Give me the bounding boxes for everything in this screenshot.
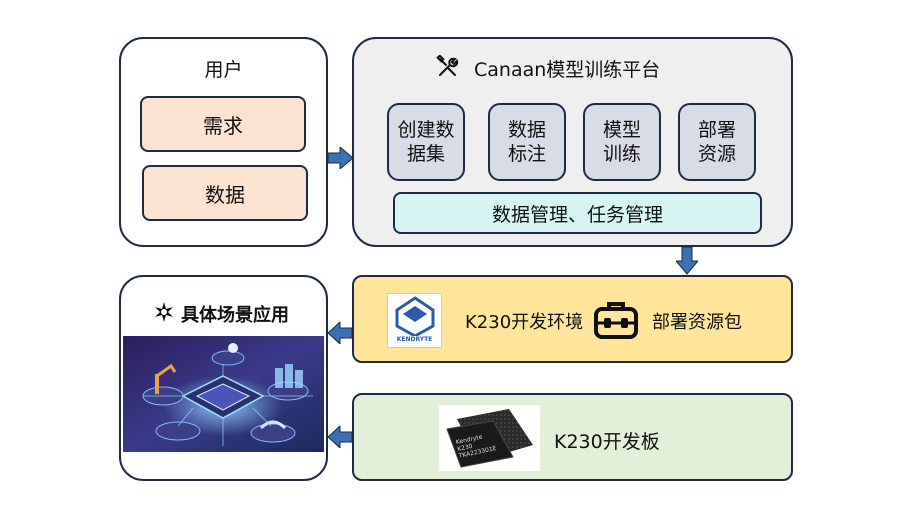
management-bar-label: 数据管理、任务管理 (491, 203, 663, 226)
arrow-board-to-scenario (328, 426, 352, 448)
tools-icon (436, 55, 459, 76)
env-label: K230开发环境 (465, 312, 584, 333)
smart-factory-illustration (123, 336, 324, 452)
data-label: 数据 (205, 182, 245, 207)
scenario-title: 具体场景应用 (181, 305, 289, 326)
module-data-annotation: 数据 标注 (488, 103, 566, 181)
requirement-label: 需求 (203, 113, 243, 138)
platform-title: Canaan模型训练平台 (474, 59, 661, 81)
module-model-training-label: 模型 训练 (602, 119, 641, 165)
user-panel: 用户 需求 数据 (119, 37, 328, 247)
platform-panel: Canaan模型训练平台 创建数 据集 数据 标注 模型 训练 部署 资源 数据… (352, 37, 793, 247)
module-model-training: 模型 训练 (583, 103, 661, 181)
kendryte-logo-text: KENDRYTE (396, 336, 433, 343)
package-label: 部署资源包 (652, 312, 742, 333)
env-panel: KENDRYTE K230开发环境 部署资源包 (352, 275, 793, 363)
module-create-dataset: 创建数 据集 (387, 103, 465, 181)
module-create-dataset-label: 创建数 据集 (397, 119, 455, 165)
requirement-box: 需求 (140, 96, 306, 152)
module-data-annotation-label: 数据 标注 (507, 119, 546, 165)
kendryte-logo: KENDRYTE (387, 293, 442, 348)
module-deploy-resources: 部署 资源 (678, 103, 756, 181)
data-box: 数据 (142, 165, 308, 221)
scenario-panel: 具体场景应用 (119, 275, 328, 481)
module-deploy-resources-label: 部署 资源 (697, 119, 736, 165)
sparkle-icon (155, 302, 173, 322)
board-label: K230开发板 (554, 431, 660, 453)
arrow-user-to-platform (328, 147, 354, 169)
management-bar: 数据管理、任务管理 (393, 192, 762, 234)
k230-chip-image: Kendryte K230 TKA223301E (439, 405, 540, 471)
toolbox-icon (594, 302, 638, 339)
user-panel-title: 用户 (204, 59, 243, 81)
arrow-platform-to-env (676, 247, 698, 275)
arrow-env-to-scenario (328, 322, 352, 344)
board-panel: Kendryte K230 TKA223301E K230开发板 (352, 393, 793, 481)
